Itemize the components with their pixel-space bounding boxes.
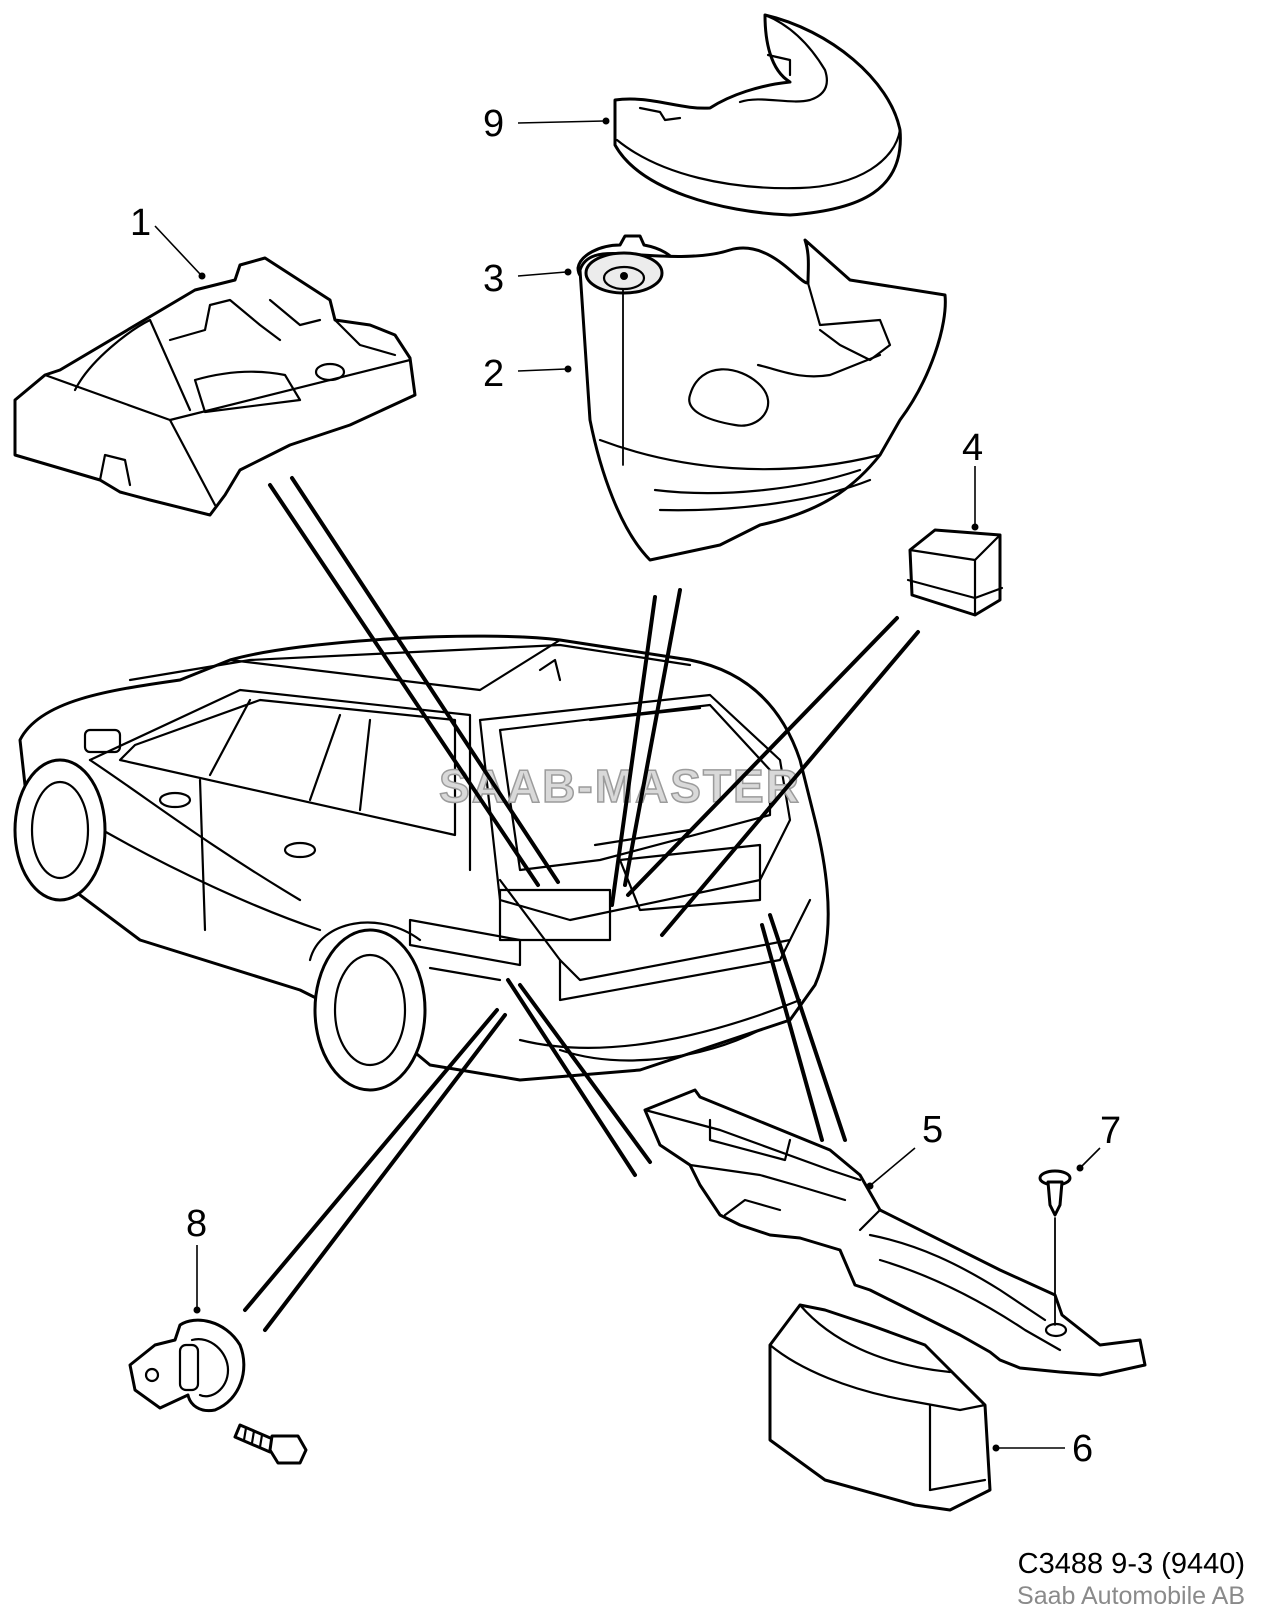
part-8-bolt <box>233 1423 308 1465</box>
part-2-spare-wheel-insert <box>578 238 947 562</box>
callout-number-2: 2 <box>483 353 504 395</box>
guide-lines <box>243 476 920 1332</box>
callout-number-7: 7 <box>1100 1110 1121 1152</box>
part-7-push-clip <box>1038 1169 1072 1326</box>
callout-2: 2 <box>483 353 572 395</box>
callout-5: 5 <box>866 1109 943 1190</box>
callout-4: 4 <box>962 427 983 531</box>
callout-number-8: 8 <box>186 1203 207 1245</box>
part-9-cover <box>613 13 902 217</box>
callout-number-3: 3 <box>483 258 504 300</box>
callout-6: 6 <box>992 1428 1093 1470</box>
callout-7: 7 <box>1076 1110 1121 1172</box>
watermark-text: SAAB-MASTER <box>439 760 801 812</box>
callout-3: 3 <box>483 258 572 300</box>
callout-number-5: 5 <box>922 1109 943 1151</box>
part-6-storage-bin <box>768 1303 992 1512</box>
diagram-code-label: C3488 9-3 (9440) <box>1017 1548 1245 1580</box>
callout-1: 1 <box>130 202 206 280</box>
callout-8: 8 <box>186 1203 207 1314</box>
part-1-tool-tray <box>13 256 417 517</box>
part-8-lashing-eye <box>128 1318 246 1413</box>
part-4-box <box>906 528 1004 617</box>
callout-number-4: 4 <box>962 427 983 469</box>
callout-number-6: 6 <box>1072 1428 1093 1470</box>
part-5-side-tray <box>643 1088 1147 1377</box>
callout-number-9: 9 <box>483 103 504 145</box>
callout-number-1: 1 <box>130 202 151 244</box>
copyright-label: Saab Automobile AB <box>1017 1582 1245 1610</box>
callout-9: 9 <box>483 103 610 145</box>
car-illustration <box>13 634 830 1092</box>
